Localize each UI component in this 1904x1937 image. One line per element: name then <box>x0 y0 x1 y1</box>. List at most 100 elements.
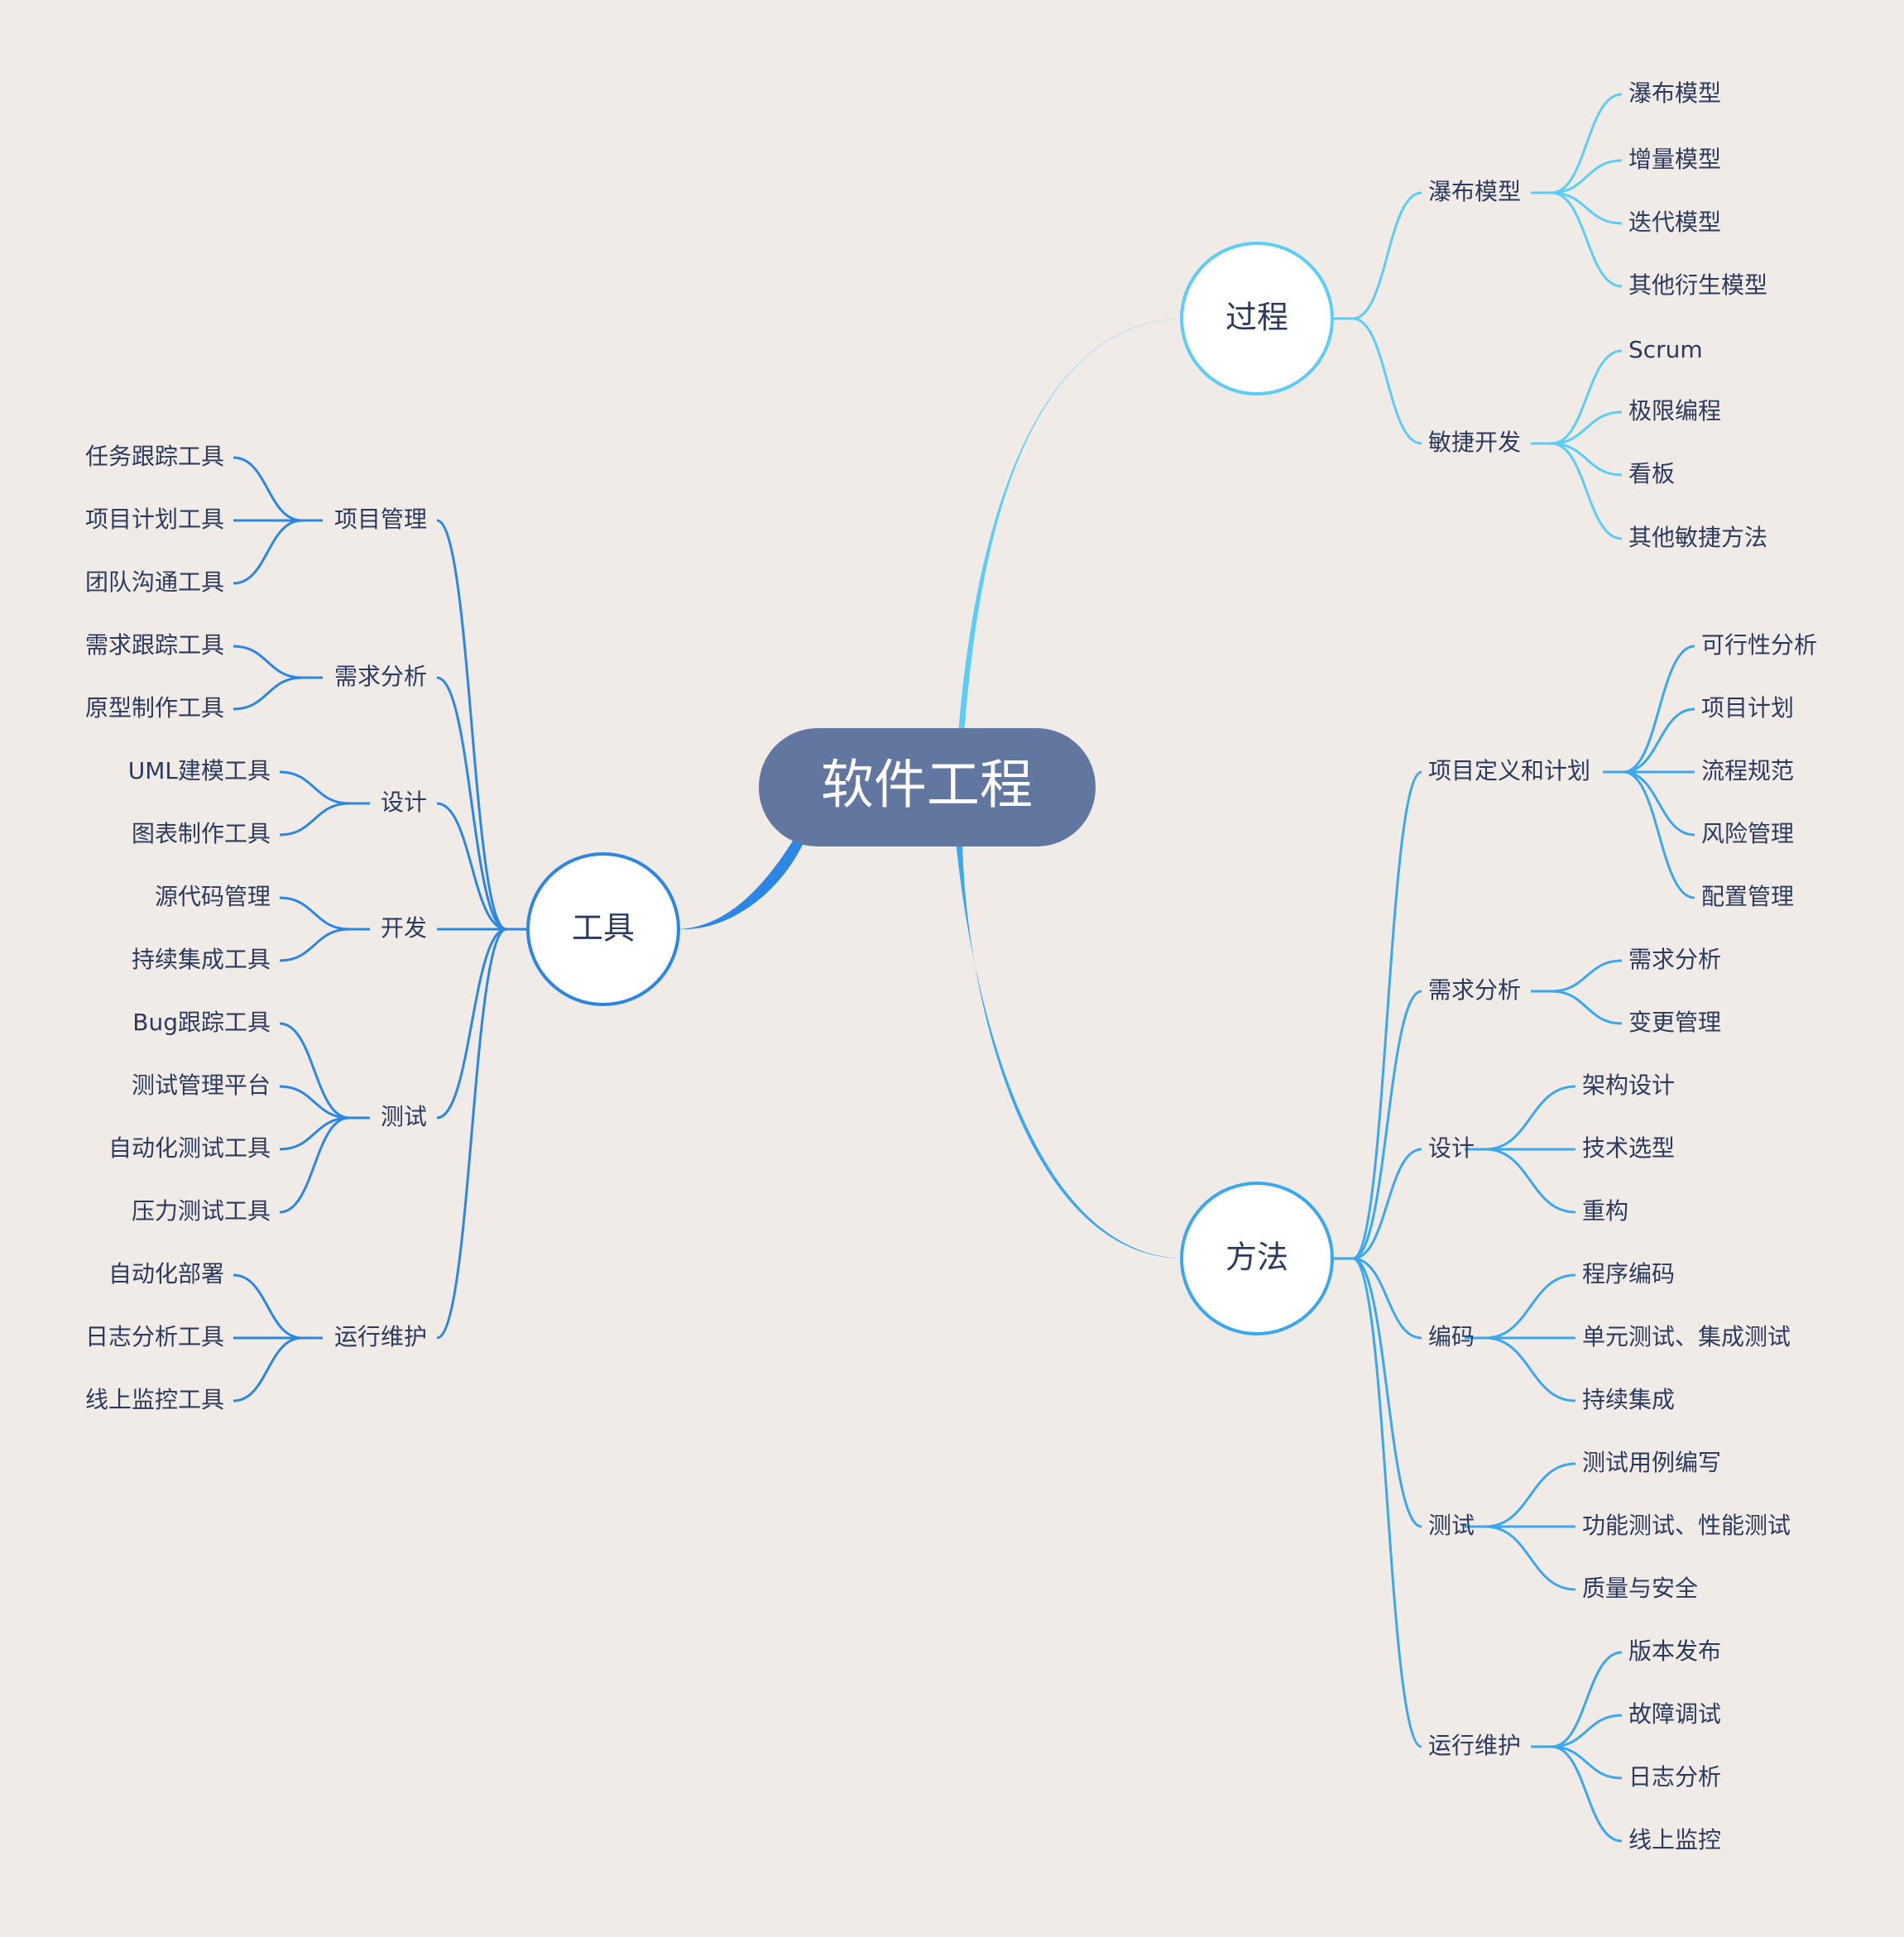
connector-leaf-tools-4-2 <box>279 1116 350 1151</box>
topic-waterfall[interactable]: 瀑布模型 <box>1428 178 1521 205</box>
connector-sub-tools-5 <box>436 928 507 1340</box>
connector-leaf-1-3-2 <box>1484 1336 1576 1402</box>
connector-sub-1-5 <box>1352 1257 1422 1748</box>
connector-leaf-1-1-0 <box>1551 959 1623 993</box>
leaf-unit-integration-test[interactable]: 单元测试、集成测试 <box>1582 1323 1791 1350</box>
connector-sub-1-2 <box>1352 1148 1422 1260</box>
node-tools[interactable]: 工具 <box>526 852 680 1006</box>
connector-leaf-1-4-2 <box>1484 1525 1576 1591</box>
leaf-debugging[interactable]: 故障调试 <box>1628 1700 1721 1728</box>
node-process[interactable]: 过程 <box>1180 242 1334 396</box>
topic-tools-requirements[interactable]: 需求分析 <box>334 663 427 690</box>
leaf-kanban[interactable]: 看板 <box>1628 460 1675 487</box>
leaf-change-management[interactable]: 变更管理 <box>1628 1009 1721 1036</box>
leaf-bug-tracking-tool[interactable]: Bug跟踪工具 <box>132 1009 271 1036</box>
leaf-ci-tool[interactable]: 持续集成工具 <box>132 946 271 973</box>
leaf-uml-tool[interactable]: UML建模工具 <box>128 757 271 784</box>
leaf-other-agile[interactable]: 其他敏捷方法 <box>1628 524 1767 551</box>
leaf-derived-models[interactable]: 其他衍生模型 <box>1628 271 1767 299</box>
connector-sub-1-1 <box>1352 990 1422 1260</box>
node-process-label: 过程 <box>1225 300 1288 336</box>
connector-sub-1-4 <box>1352 1257 1422 1528</box>
topic-tools-operations[interactable]: 运行维护 <box>334 1323 427 1350</box>
leaf-test-case-writing[interactable]: 测试用例编写 <box>1582 1449 1721 1476</box>
connector-leaf-tools-0-0 <box>233 456 303 522</box>
leaf-automation-test-tool[interactable]: 自动化测试工具 <box>108 1134 271 1162</box>
leaf-log-analysis-tool[interactable]: 日志分析工具 <box>85 1323 224 1350</box>
connector-sub-1-0 <box>1352 770 1422 1260</box>
connector-leaf-tools-1-1 <box>233 676 303 711</box>
topic-operations[interactable]: 运行维护 <box>1428 1732 1521 1759</box>
leaf-online-monitoring[interactable]: 线上监控 <box>1628 1826 1721 1853</box>
leaf-requirements-analysis[interactable]: 需求分析 <box>1628 946 1721 973</box>
leaf-scrum[interactable]: Scrum <box>1628 336 1703 363</box>
connector-leaf-tools-1-0 <box>233 645 303 679</box>
connector-leaf-tools-4-1 <box>279 1085 350 1120</box>
leaf-task-tracking-tool[interactable]: 任务跟踪工具 <box>85 443 224 470</box>
leaf-project-planning-tool[interactable]: 项目计划工具 <box>85 506 224 533</box>
connector-leaf-tools-4-3 <box>279 1116 350 1214</box>
connector-leaf-1-2-2 <box>1484 1148 1576 1214</box>
connector-leaf-0-0-1 <box>1551 159 1623 194</box>
connector-leaf-tools-3-0 <box>279 896 350 931</box>
topic-coding[interactable]: 编码 <box>1428 1323 1475 1350</box>
root-node[interactable]: 软件工程 <box>759 728 1096 846</box>
connector-sub-tools-2 <box>436 802 507 931</box>
connector-leaf-tools-4-0 <box>279 1022 350 1120</box>
leaf-diagram-tool[interactable]: 图表制作工具 <box>132 820 271 847</box>
connector-leaf-1-3-0 <box>1484 1273 1576 1340</box>
connector-leaf-tools-2-0 <box>279 770 350 805</box>
leaf-process-spec[interactable]: 流程规范 <box>1701 757 1794 784</box>
leaf-quality-security[interactable]: 质量与安全 <box>1582 1575 1698 1602</box>
leaf-xp[interactable]: 极限编程 <box>1628 397 1721 424</box>
connector-sub-0-0 <box>1352 191 1422 320</box>
leaf-team-communication-tool[interactable]: 团队沟通工具 <box>85 568 224 596</box>
leaf-release[interactable]: 版本发布 <box>1628 1637 1721 1665</box>
topic-agile[interactable]: 敏捷开发 <box>1428 429 1521 456</box>
connector-leaf-tools-0-2 <box>233 519 303 585</box>
connector-leaf-0-1-0 <box>1551 349 1623 445</box>
leaf-test-management-platform[interactable]: 测试管理平台 <box>132 1072 271 1099</box>
leaf-architecture[interactable]: 架构设计 <box>1582 1072 1675 1099</box>
connector-leaf-1-0-4 <box>1623 770 1695 899</box>
leaf-online-monitoring-tool[interactable]: 线上监控工具 <box>85 1386 224 1413</box>
connector-leaf-0-0-3 <box>1551 191 1623 288</box>
leaf-source-control[interactable]: 源代码管理 <box>155 883 271 910</box>
connector-leaf-1-2-0 <box>1484 1085 1576 1151</box>
topic-design[interactable]: 设计 <box>1428 1134 1475 1162</box>
leaf-tech-selection[interactable]: 技术选型 <box>1582 1134 1675 1162</box>
topic-tools-development[interactable]: 开发 <box>381 914 427 942</box>
leaf-requirement-tracking-tool[interactable]: 需求跟踪工具 <box>85 631 224 659</box>
leaf-risk-management[interactable]: 风险管理 <box>1701 820 1794 847</box>
topic-tools-testing[interactable]: 测试 <box>381 1103 427 1130</box>
leaf-prototyping-tool[interactable]: 原型制作工具 <box>85 694 224 722</box>
leaf-auto-deploy[interactable]: 自动化部署 <box>108 1260 224 1287</box>
leaf-programming[interactable]: 程序编码 <box>1582 1260 1675 1287</box>
leaf-incremental-model[interactable]: 增量模型 <box>1628 146 1721 173</box>
connector-leaf-1-5-0 <box>1551 1651 1623 1748</box>
topic-tools-design[interactable]: 设计 <box>381 789 427 816</box>
topic-testing[interactable]: 测试 <box>1428 1512 1475 1539</box>
leaf-stress-test-tool[interactable]: 压力测试工具 <box>132 1197 271 1225</box>
connector-leaf-0-1-2 <box>1551 442 1623 477</box>
leaf-waterfall-model[interactable]: 瀑布模型 <box>1628 79 1721 107</box>
leaf-iterative-model[interactable]: 迭代模型 <box>1628 209 1721 236</box>
connector-sub-tools-0 <box>436 519 507 931</box>
leaf-function-performance-test[interactable]: 功能测试、性能测试 <box>1582 1512 1791 1539</box>
root-label: 软件工程 <box>821 755 1033 817</box>
leaf-project-plan[interactable]: 项目计划 <box>1701 694 1794 722</box>
connector-leaf-0-0-2 <box>1551 191 1623 225</box>
node-method[interactable]: 方法 <box>1180 1182 1334 1335</box>
leaf-log-analysis[interactable]: 日志分析 <box>1628 1763 1721 1791</box>
leaf-refactoring[interactable]: 重构 <box>1582 1197 1628 1225</box>
topic-tools-project-management[interactable]: 项目管理 <box>334 506 427 533</box>
connectors <box>233 93 1695 1843</box>
leaf-config-management[interactable]: 配置管理 <box>1701 883 1794 910</box>
connector-sub-tools-1 <box>436 676 507 931</box>
leaf-continuous-integration[interactable]: 持续集成 <box>1582 1386 1675 1413</box>
topic-project-definition[interactable]: 项目定义和计划 <box>1428 757 1590 784</box>
leaf-feasibility[interactable]: 可行性分析 <box>1701 631 1817 659</box>
topic-requirements[interactable]: 需求分析 <box>1428 976 1521 1004</box>
